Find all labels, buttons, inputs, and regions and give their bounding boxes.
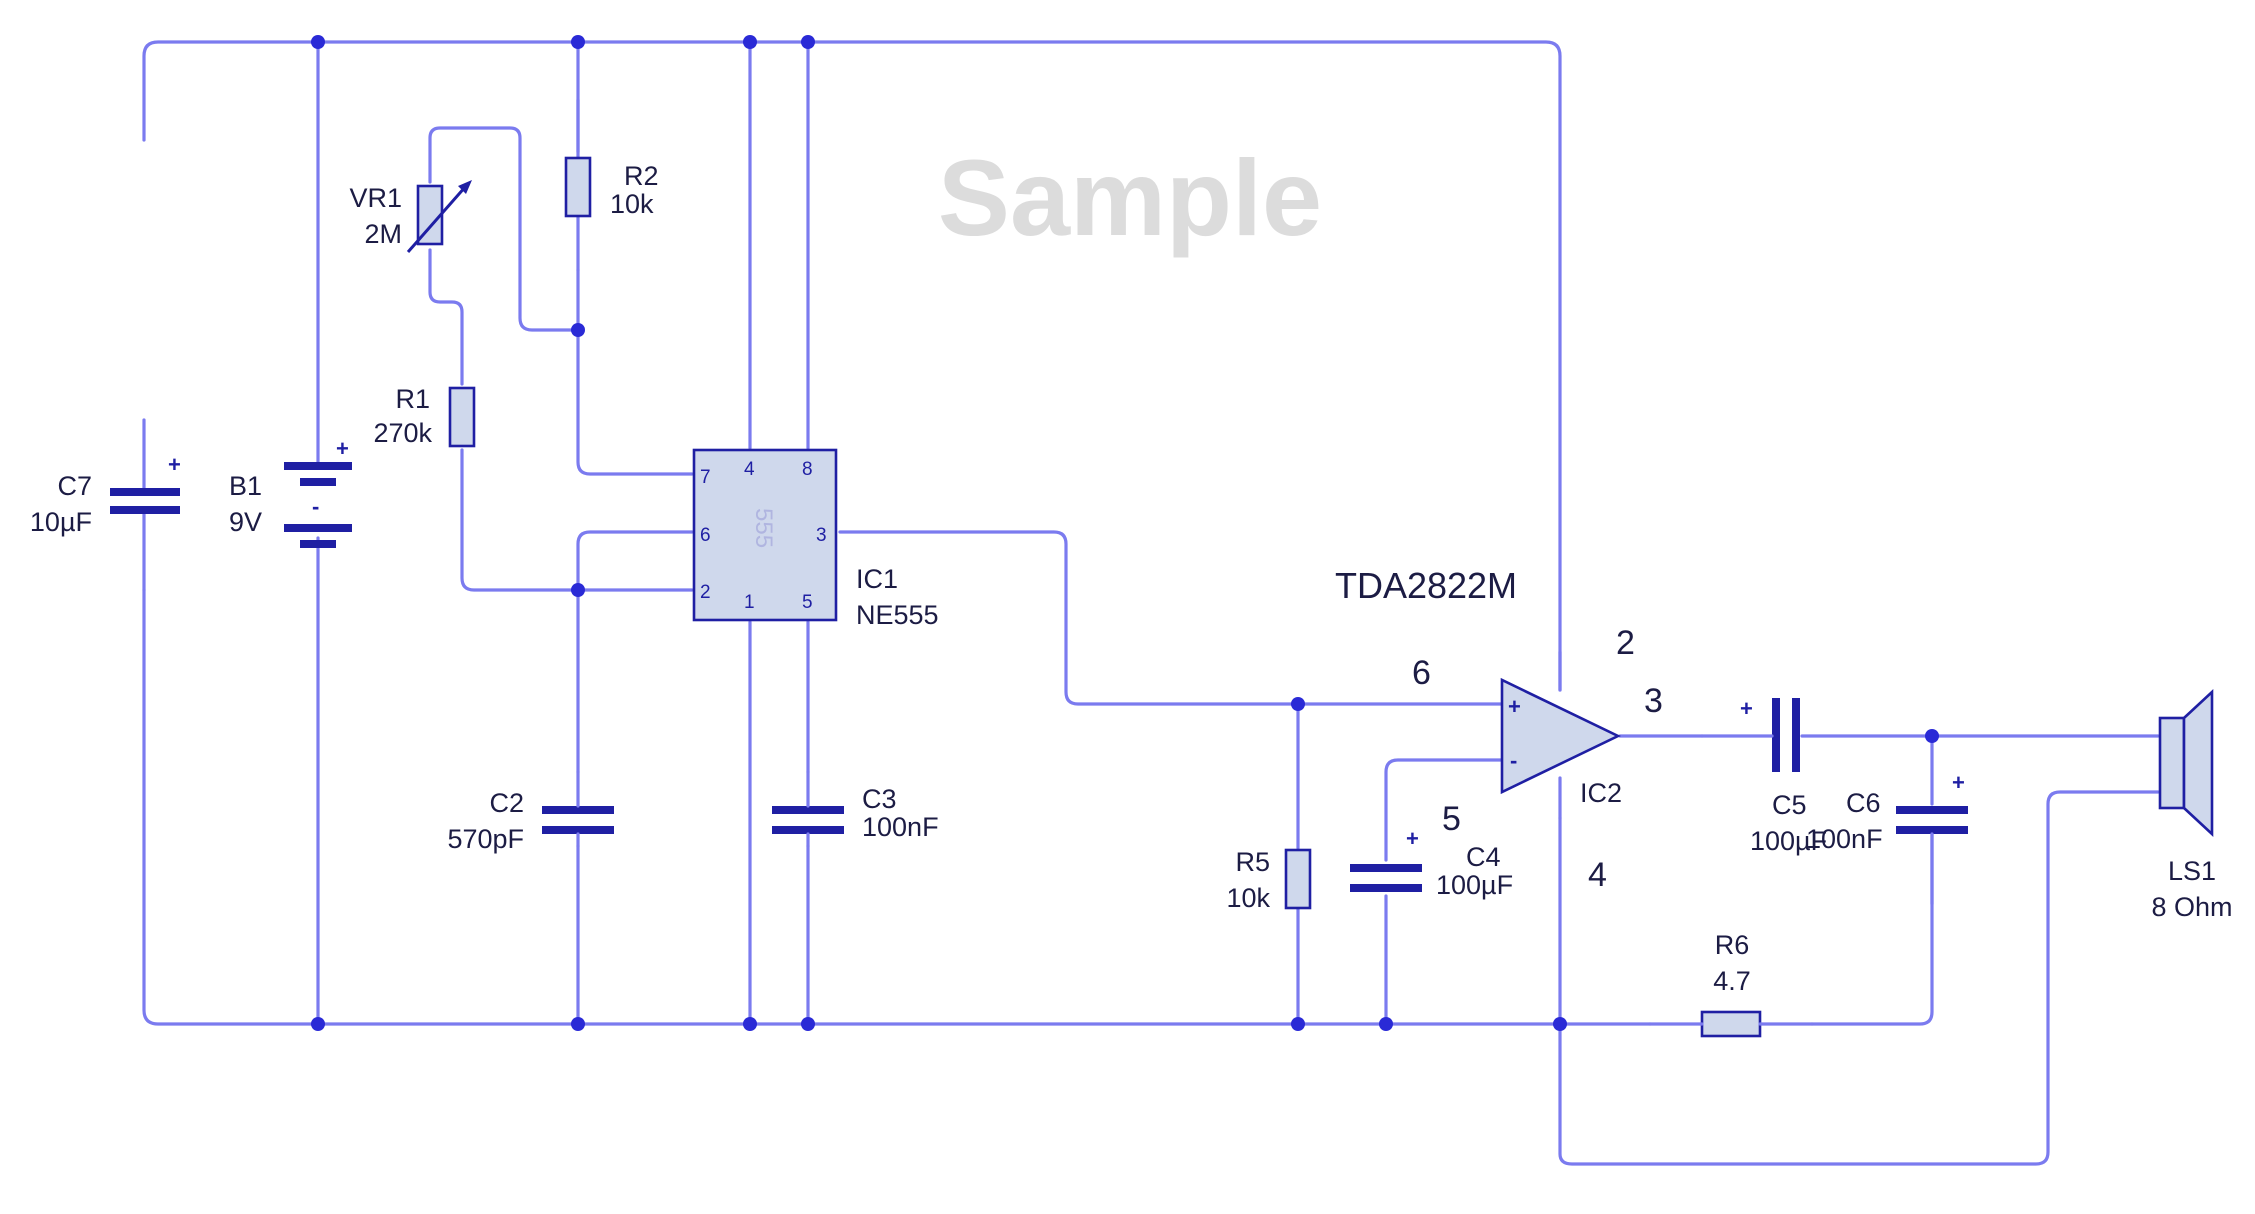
c3-capacitor[interactable]: C3 100nF xyxy=(772,770,939,848)
r1-value-label: 270k xyxy=(373,418,432,448)
ic1-ref-label: IC1 xyxy=(856,564,898,594)
ic2-pin4: 4 xyxy=(1588,856,1607,894)
junction-dot xyxy=(571,1017,585,1031)
ls1-ref-label: LS1 xyxy=(2168,856,2216,886)
pin3-wire xyxy=(838,530,1504,706)
junction-dot xyxy=(571,35,585,49)
ic2-pin2: 2 xyxy=(1616,624,1635,662)
junction-dot xyxy=(743,1017,757,1031)
vr1-value-label: 2M xyxy=(364,219,402,249)
r1-resistor[interactable]: R1 270k xyxy=(373,384,476,448)
ic2-pin5: 5 xyxy=(1442,800,1461,838)
r5-ref-label: R5 xyxy=(1235,847,1270,877)
ic1-pin4: 4 xyxy=(744,459,755,480)
r1-ref-label: R1 xyxy=(395,384,430,414)
vr1-potentiometer[interactable]: VR1 2M xyxy=(349,180,472,253)
c7-ref-label: C7 xyxy=(57,471,92,501)
c6-capacitor[interactable]: + C6 100nF xyxy=(1806,770,1968,906)
ic2-minus-input-sign: - xyxy=(1510,748,1517,773)
junction-dots xyxy=(311,35,1939,1031)
r1-bottom-wire xyxy=(460,448,694,592)
c2-value-label: 570pF xyxy=(447,824,524,854)
junction-dot xyxy=(743,35,757,49)
junction-dot xyxy=(311,1017,325,1031)
r6-ref-label: R6 xyxy=(1715,930,1750,960)
c4-ref-label: C4 xyxy=(1466,842,1501,872)
junction-dot xyxy=(1925,729,1939,743)
c7-plus-sign: + xyxy=(168,452,181,477)
r6-right-wire xyxy=(1810,828,1934,1026)
ic1-value-label: NE555 xyxy=(856,600,939,630)
junction-dot xyxy=(311,35,325,49)
bottom-rail-wire xyxy=(142,588,1652,1026)
c7-value-label: 10µF xyxy=(30,507,92,537)
ic2-pin3: 3 xyxy=(1644,682,1663,720)
junction-dot xyxy=(1553,1017,1567,1031)
r2-resistor[interactable]: R2 10k xyxy=(564,98,659,272)
ic1-pin3: 3 xyxy=(816,525,827,546)
c4-value-label: 100µF xyxy=(1436,870,1513,900)
pin6-wire xyxy=(576,530,694,774)
ic1-pin2: 2 xyxy=(700,582,711,603)
c3-value-label: 100nF xyxy=(862,812,939,842)
c6-plus-sign: + xyxy=(1952,770,1965,795)
junction-dot xyxy=(571,323,585,337)
ls1-value-label: 8 Ohm xyxy=(2151,892,2232,922)
c7-capacitor[interactable]: + C7 10µF xyxy=(30,418,181,592)
ic2-tda2822m[interactable]: + - TDA2822M 6 2 3 5 4 IC2 xyxy=(1335,565,1663,894)
c6-ref-label: C6 xyxy=(1846,788,1881,818)
r6-resistor[interactable]: R6 4.7 xyxy=(1648,930,1814,1038)
ic1-pin7: 7 xyxy=(700,467,711,488)
vr1-ref-label: VR1 xyxy=(349,183,402,213)
r5-resistor[interactable]: R5 10k xyxy=(1226,847,1312,913)
junction-dot xyxy=(1291,697,1305,711)
b1-ref-label: B1 xyxy=(229,471,262,501)
ic1-pin8: 8 xyxy=(802,459,813,480)
ls1-speaker[interactable]: LS1 8 Ohm xyxy=(2151,689,2233,922)
c2-capacitor[interactable]: C2 570pF xyxy=(447,770,614,854)
b1-value-label: 9V xyxy=(229,507,262,537)
b1-plus-sign: + xyxy=(336,436,349,461)
ic1-pin5: 5 xyxy=(802,592,813,613)
c5-capacitor[interactable]: + C5 100µF xyxy=(1700,696,1827,856)
vr1-top-wire xyxy=(428,126,580,332)
c5-plus-sign: + xyxy=(1740,696,1753,721)
junction-dot xyxy=(1379,1017,1393,1031)
ic2-pin6: 6 xyxy=(1412,654,1431,692)
c5-value-label: 100µF xyxy=(1750,826,1827,856)
ic1-pin1: 1 xyxy=(744,592,755,613)
amp-pin4-wire xyxy=(1558,790,2160,1166)
r2-bottom-wire xyxy=(576,268,694,476)
c4-plus-sign: + xyxy=(1406,826,1419,851)
wires xyxy=(142,40,2160,1166)
junction-dot xyxy=(571,583,585,597)
c6-value-label: 100nF xyxy=(1806,824,1883,854)
r6-value-label: 4.7 xyxy=(1713,966,1751,996)
junction-dot xyxy=(801,35,815,49)
junction-dot xyxy=(1291,1017,1305,1031)
b1-battery[interactable]: + - B1 9V xyxy=(229,436,352,548)
c2-ref-label: C2 xyxy=(489,788,524,818)
ic2-part-title: TDA2822M xyxy=(1335,565,1517,606)
ic1-chip-label: 555 xyxy=(750,508,777,548)
c5-ref-label: C5 xyxy=(1772,790,1807,820)
ic2-ref-label: IC2 xyxy=(1580,778,1622,808)
b1-gap-dash: - xyxy=(312,494,319,519)
c3-ref-label: C3 xyxy=(862,784,897,814)
junction-dot xyxy=(801,1017,815,1031)
ic1-pin6: 6 xyxy=(700,525,711,546)
c4-capacitor[interactable]: + C4 100µF xyxy=(1350,826,1513,900)
ic1-ne555[interactable]: 555 7 4 8 6 3 2 1 5 IC1 NE555 xyxy=(692,448,939,630)
ic2-plus-input-sign: + xyxy=(1508,694,1521,719)
r2-ref-label: R2 xyxy=(624,161,659,191)
r5-value-label: 10k xyxy=(1226,883,1270,913)
vr1-bottom-wire xyxy=(428,248,464,386)
r2-value-label: 10k xyxy=(610,189,654,219)
top-rail-wire xyxy=(142,40,1562,692)
watermark: Sample xyxy=(938,137,1322,258)
c4-top-wire xyxy=(1384,758,1504,862)
